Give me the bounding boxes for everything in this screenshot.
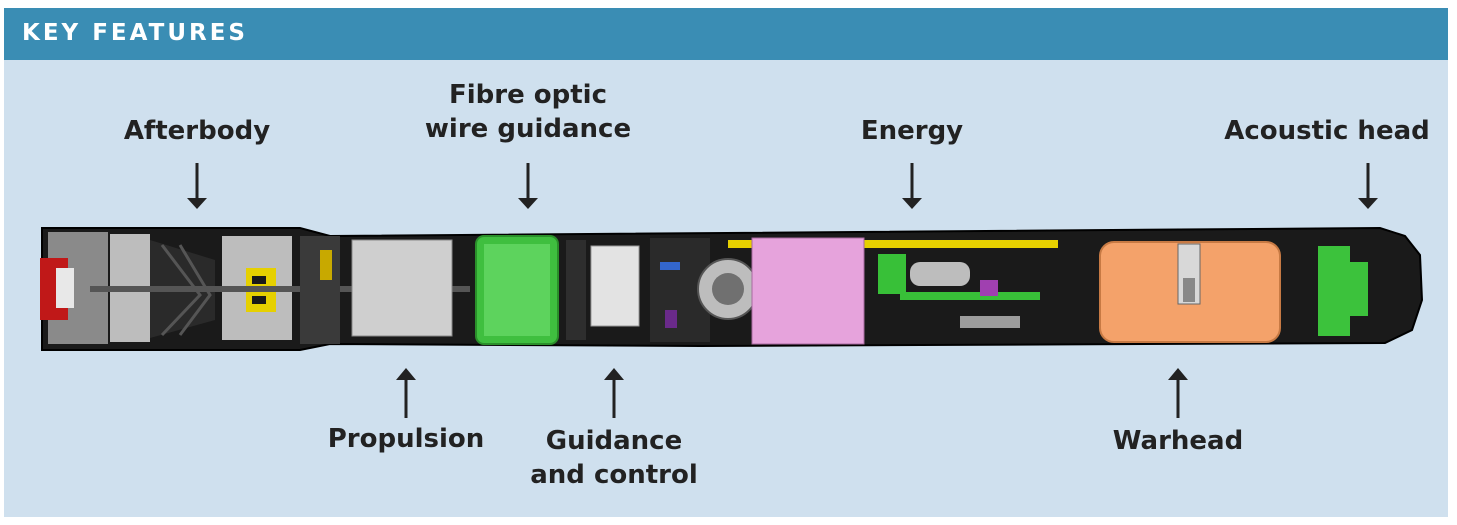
propulsion-section [300, 236, 453, 344]
label-guidance-and-control: Guidance and control [530, 426, 698, 490]
label-afterbody: Afterbody [123, 116, 271, 146]
arrow-guidance-control-head [604, 368, 624, 380]
header-title: KEY FEATURES [22, 20, 248, 46]
arrow-energy-head [902, 198, 922, 209]
arrow-warhead-head [1168, 368, 1188, 380]
drive-shaft [90, 286, 470, 292]
label-fibre-optic-wire-guidance: Fibre optic wire guidance [424, 80, 632, 144]
arrow-propulsion-head [396, 368, 416, 380]
arrow-afterbody-head [187, 198, 207, 209]
acoustic-head-section [1318, 246, 1368, 336]
label-propulsion: Propulsion [327, 424, 485, 454]
header-bar: KEY FEATURES [4, 8, 1448, 60]
guidance-control-section [566, 238, 759, 342]
energy-section [728, 237, 1058, 345]
warhead-section [1099, 241, 1281, 343]
arrow-acoustic-head-head [1358, 198, 1378, 209]
label-acoustic-head: Acoustic head [1224, 116, 1430, 146]
label-energy: Energy [860, 116, 964, 146]
label-warhead: Warhead [1112, 426, 1244, 456]
arrow-fibre-optic-head [518, 198, 538, 209]
